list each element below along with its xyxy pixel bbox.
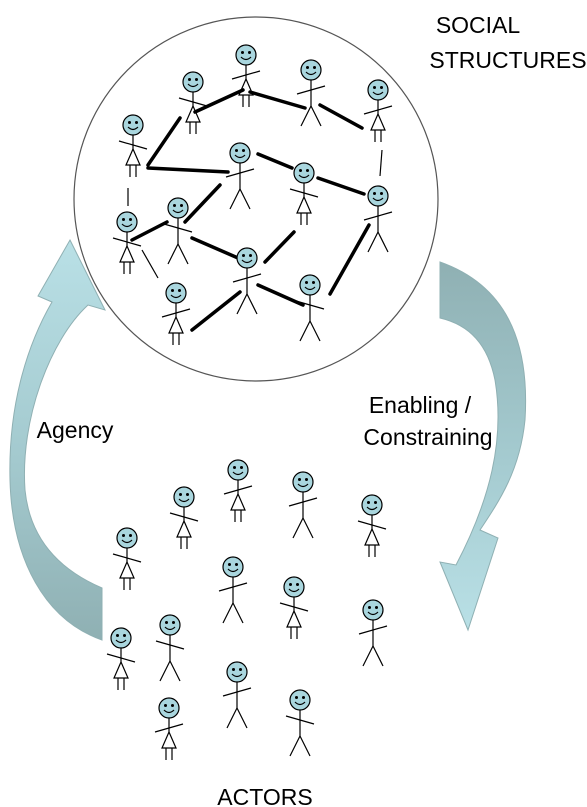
smiley-face-icon xyxy=(110,627,132,649)
enabling-constraining-arrow xyxy=(439,261,527,632)
network-person-figure xyxy=(296,59,326,127)
network-person-figure xyxy=(118,114,148,177)
actor-person-figure xyxy=(279,576,309,639)
actor-person-figure xyxy=(288,471,318,539)
network-person-figure xyxy=(295,274,325,342)
network-person-figure xyxy=(161,282,191,345)
network-person-figure xyxy=(231,44,261,107)
smiley-face-icon xyxy=(158,697,180,719)
smiley-face-icon xyxy=(173,486,195,508)
smiley-face-icon xyxy=(167,197,189,219)
smiley-face-icon xyxy=(367,79,389,101)
smiley-face-icon xyxy=(283,576,305,598)
smiley-face-icon xyxy=(236,247,258,269)
network-person-figure xyxy=(178,71,208,134)
network-person-figure xyxy=(112,211,142,274)
smiley-face-icon xyxy=(159,614,181,636)
actor-person-figure xyxy=(154,697,184,760)
smiley-face-icon xyxy=(235,44,257,66)
actor-person-figure xyxy=(222,661,252,729)
smiley-face-icon xyxy=(165,282,187,304)
network-connections xyxy=(130,88,371,332)
actor-person-figure xyxy=(358,599,388,667)
smiley-face-icon xyxy=(300,59,322,81)
network-person-figure xyxy=(363,79,393,142)
actor-person-figure xyxy=(155,614,185,682)
smiley-face-icon xyxy=(116,527,138,549)
actor-person-figure xyxy=(112,527,142,590)
constraining-label-line2: Constraining xyxy=(363,424,492,450)
actor-person-figure xyxy=(106,627,136,690)
agency-label: Agency xyxy=(37,417,114,443)
smiley-face-icon xyxy=(289,689,311,711)
smiley-face-icon xyxy=(222,556,244,578)
agency-arrow xyxy=(9,238,106,641)
smiley-face-icon xyxy=(361,494,383,516)
social-structures-circle xyxy=(73,16,439,382)
smiley-face-icon xyxy=(116,211,138,233)
network-person-figure xyxy=(232,247,262,315)
smiley-face-icon xyxy=(229,142,251,164)
smiley-face-icon xyxy=(299,274,321,296)
smiley-face-icon xyxy=(367,185,389,207)
network-person-figure xyxy=(363,185,393,253)
smiley-face-icon xyxy=(293,162,315,184)
social-structures-label-line2: STRUCTURES xyxy=(429,47,586,73)
enabling-label-line1: Enabling / xyxy=(369,392,472,418)
smiley-face-icon xyxy=(226,661,248,683)
social-structures-label-line1: SOCIAL xyxy=(436,12,521,38)
actor-person-figure xyxy=(169,486,199,549)
thin-connections xyxy=(127,149,383,279)
network-person-figure xyxy=(225,142,255,210)
network-person-figure xyxy=(289,162,319,225)
smiley-face-icon xyxy=(227,459,249,481)
network-person-figure xyxy=(163,197,193,265)
smiley-face-icon xyxy=(182,71,204,93)
actor-person-figure xyxy=(223,459,253,522)
figures-layer xyxy=(106,44,393,760)
smiley-face-icon xyxy=(362,599,384,621)
actors-label: ACTORS xyxy=(217,784,312,807)
smiley-face-icon xyxy=(292,471,314,493)
actor-person-figure xyxy=(285,689,315,757)
actor-person-figure xyxy=(218,556,248,624)
actor-person-figure xyxy=(357,494,387,557)
smiley-face-icon xyxy=(122,114,144,136)
